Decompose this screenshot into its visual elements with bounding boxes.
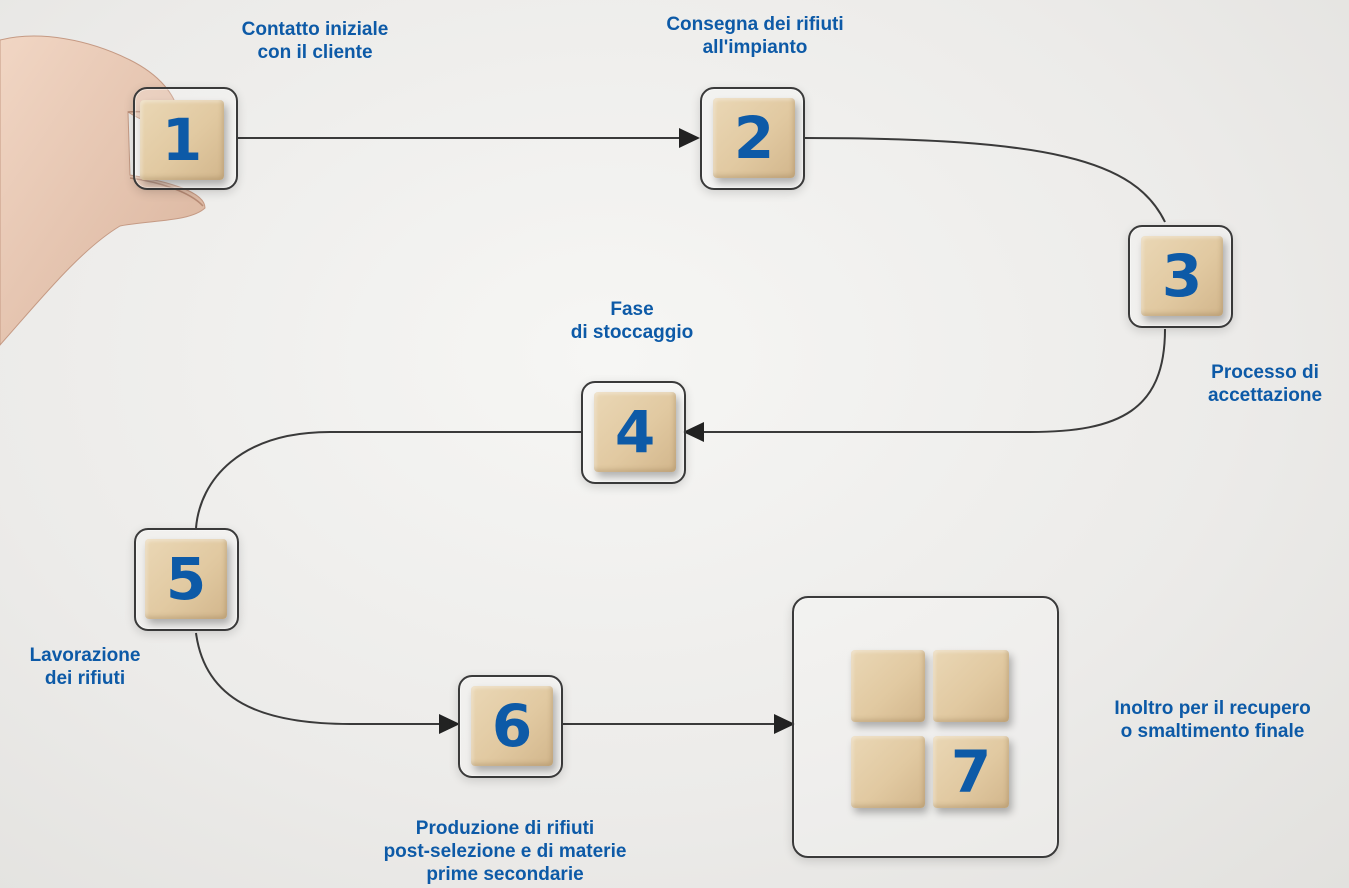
step-7-block[interactable]: 7: [933, 736, 1009, 808]
step-5-label: Lavorazione dei rifiuti: [29, 645, 141, 689]
step-7-label: Inoltro per il recupero o smaltimento fi…: [1114, 698, 1311, 742]
step-6-number: 6: [491, 692, 533, 760]
connector-3-4: [687, 328, 1166, 433]
step-5-number: 5: [165, 545, 207, 613]
step-6-label: Produzione di rifiuti post-selezione e d…: [383, 818, 627, 885]
step-7-block-top-right: [933, 650, 1009, 722]
step-4-number: 4: [614, 398, 656, 466]
connector-5-6: [195, 632, 456, 725]
step-5-block[interactable]: 5: [145, 539, 227, 619]
step-4-label: Fase di stoccaggio: [570, 299, 694, 343]
step-7-block-top-left: [851, 650, 925, 722]
step-6-block[interactable]: 6: [471, 686, 553, 766]
connector-2-3: [803, 137, 1166, 223]
arrowhead-icon: [439, 714, 460, 734]
step-2-block[interactable]: 2: [713, 98, 795, 178]
step-1-number: 1: [161, 106, 203, 174]
step-7-block-bottom-left: [851, 736, 925, 808]
step-7-frame: [792, 596, 1059, 858]
step-2-number: 2: [733, 104, 775, 172]
step-7-number: 7: [950, 738, 992, 806]
arrowhead-icon: [683, 422, 704, 442]
arrowhead-icon: [679, 128, 700, 148]
step-1-block[interactable]: 1: [140, 100, 224, 180]
step-2-label: Consegna dei rifiuti all'impianto: [666, 14, 844, 58]
step-4-block[interactable]: 4: [594, 392, 676, 472]
step-3-number: 3: [1161, 242, 1203, 310]
connector-4-5: [195, 431, 583, 529]
step-3-label: Processo di accettazione: [1207, 362, 1323, 406]
arrowhead-icon: [774, 714, 795, 734]
step-1-label: Contatto iniziale con il cliente: [241, 19, 389, 63]
step-3-block[interactable]: 3: [1141, 236, 1223, 316]
